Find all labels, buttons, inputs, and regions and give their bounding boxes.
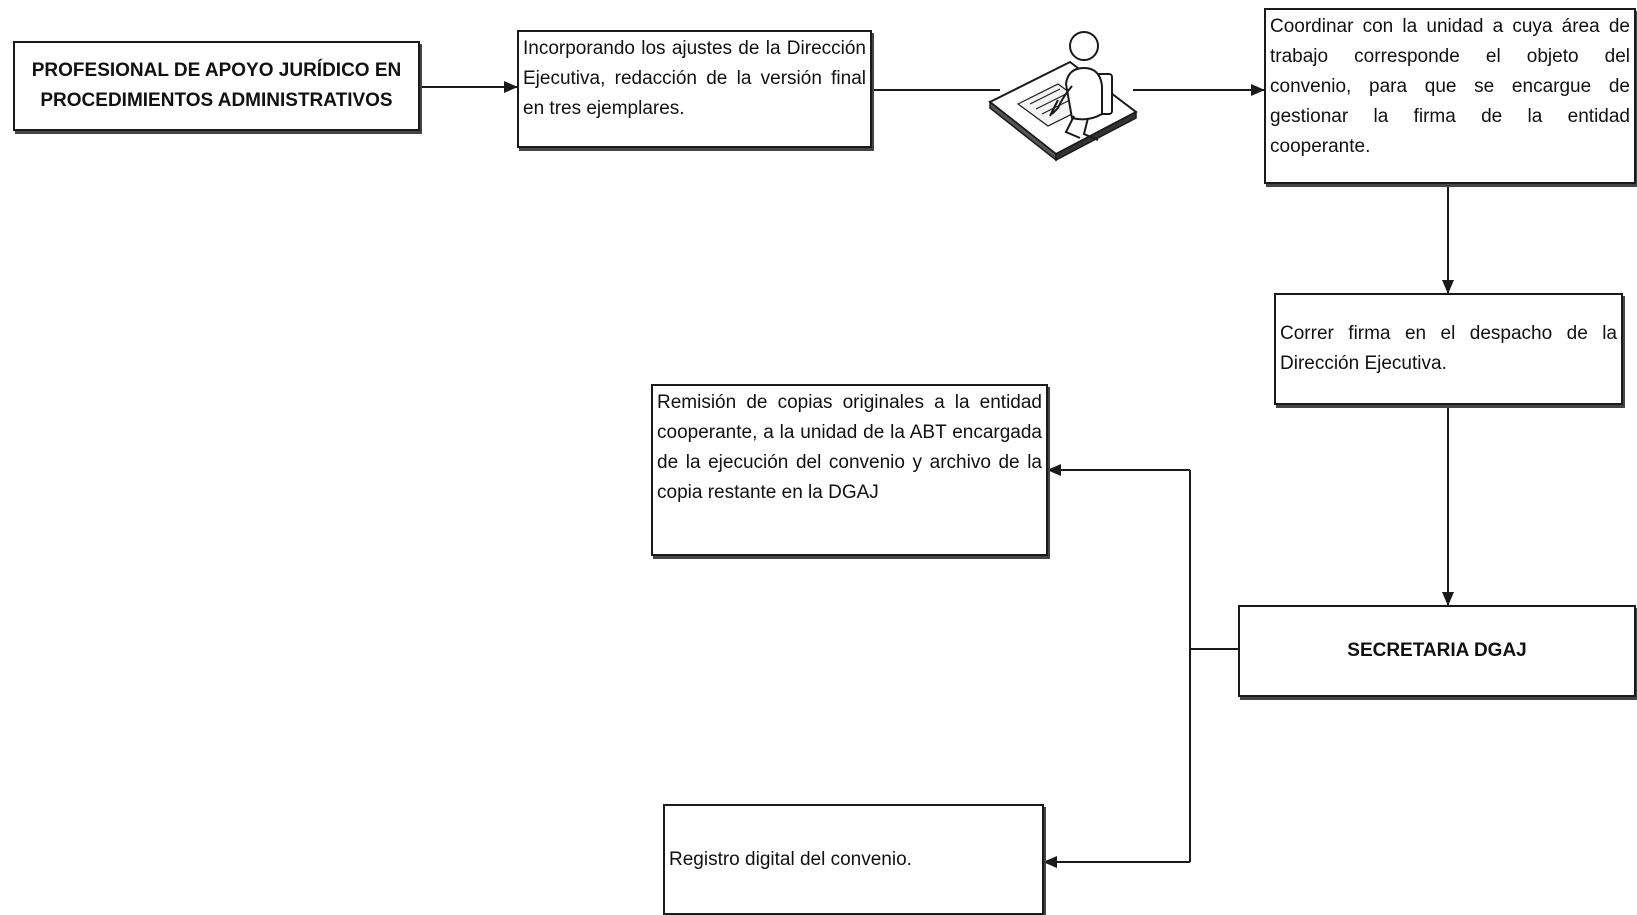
person-at-desk-icon [988,31,1138,162]
node-correr-firma-label: Correr firma en el despacho de la Direcc… [1280,323,1617,374]
node-coordinar-label: Coordinar con la unidad a cuya área de t… [1270,16,1630,157]
node-secretaria-dgaj: SECRETARIA DGAJ [1238,605,1636,697]
node-remision-copias: Remisión de copias originales a la entid… [651,384,1048,556]
node-registro-digital: Registro digital del convenio. [663,804,1044,915]
node-profesional-label: PROFESIONAL DE APOYO JURÍDICO EN PROCEDI… [31,60,402,111]
node-correr-firma: Correr firma en el despacho de la Direcc… [1274,293,1623,405]
node-incorporando-label: Incorporando los ajustes de la Dirección… [523,38,866,119]
node-coordinar-unidad: Coordinar con la unidad a cuya área de t… [1264,8,1636,184]
node-profesional-apoyo-juridico: PROFESIONAL DE APOYO JURÍDICO EN PROCEDI… [13,41,420,131]
node-remision-label: Remisión de copias originales a la entid… [657,392,1042,503]
node-registro-label: Registro digital del convenio. [669,848,912,870]
node-secretaria-label: SECRETARIA DGAJ [1347,640,1527,661]
node-incorporando-ajustes: Incorporando los ajustes de la Dirección… [517,30,872,148]
